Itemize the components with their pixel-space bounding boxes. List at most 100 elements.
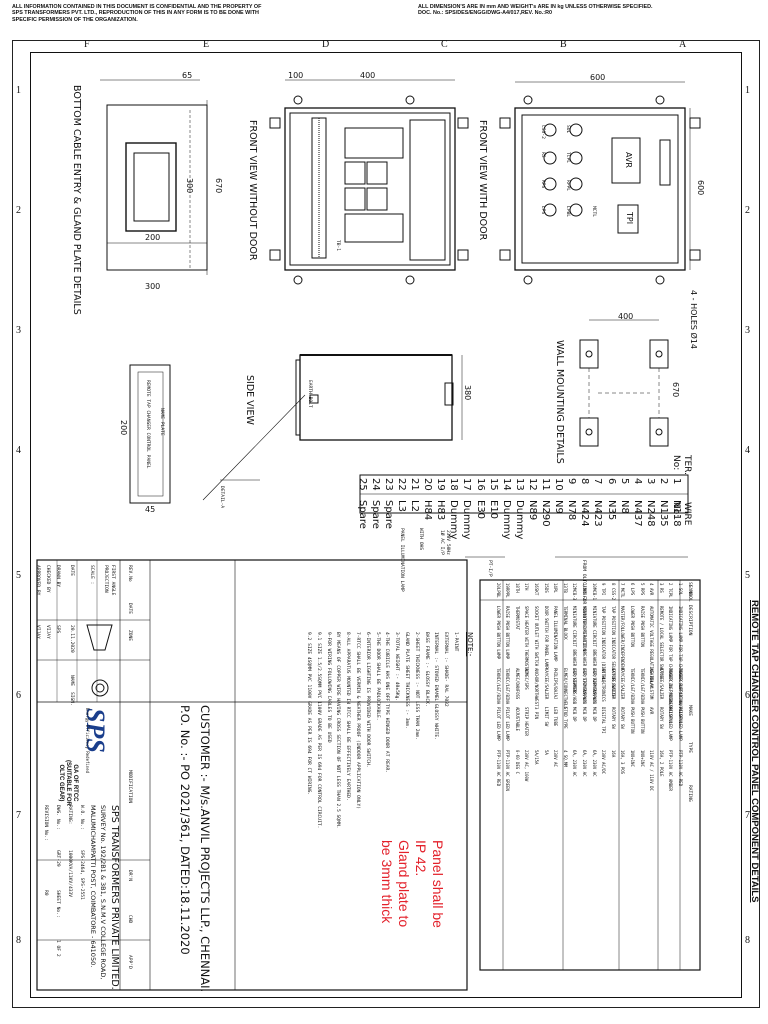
component-table-cell: PHILIPS/BAJAJ (553, 668, 559, 700)
terminal-wire: N248 (644, 500, 656, 527)
component-table-cell: MCB DP (582, 707, 587, 722)
terminal-number: 25 (356, 478, 368, 491)
component-table-cell: 1NO+1NC (639, 750, 645, 767)
component-table-cell: AVR (649, 588, 655, 596)
tb-dwg-value: GRT-29 (55, 850, 60, 867)
customer-line: CUSTOMER :- M/s.ANVIL PROJECTS LLP., CHE… (198, 705, 212, 993)
zone-number-4: 4 (745, 445, 750, 456)
component-table-cell: LIMIT SW (543, 707, 549, 727)
component-table-cell: 230V AC, 100W (524, 750, 530, 782)
dim-670-wall: 670 (671, 382, 680, 398)
nameplate-text: REMOTE TAP CHANGER CONTROL PANEL (145, 380, 150, 469)
terminal-number: 2 (657, 478, 669, 485)
note-line: 4-THE CUBICLE HAS ONE OFF TYPE HINGED DO… (384, 632, 390, 774)
component-table-cell: PUSH BUTTON (639, 707, 645, 734)
zone-letter-f: F (84, 39, 90, 50)
tb-rating-value: 1000KVA/11KV/433V (67, 850, 72, 898)
terminal-wire: N78 (566, 500, 578, 521)
terminal-number: 10 (553, 478, 565, 491)
component-table-cell: STRIP HEATER (524, 707, 530, 736)
component-table-cell: KAYCEE/SALZER (543, 668, 549, 700)
notes-title: NOTE:- (466, 632, 474, 657)
component-table-cell: 1NO+1NC (630, 750, 635, 767)
tb-appd-header: APP'D (127, 955, 132, 969)
name-plate (129, 364, 171, 504)
component-table-cell: ELMEX/CONNECTWELL (562, 668, 568, 709)
terminal-wire: L2 (409, 500, 420, 512)
component-table-cell: L&T/SIEMENS/ABB (591, 668, 597, 705)
group-pt-label: PT-I/P (487, 560, 492, 577)
component-table-cell: H (524, 588, 530, 591)
component-table-cell: RAISE PUSH BUTTON LAMP (505, 606, 511, 659)
component-table-cell: TB (562, 588, 568, 593)
tb-date-header: DATE (127, 603, 132, 615)
component-table-title: REMOTE TAP CHANGER CONTROL PANEL COMPONE… (749, 600, 760, 903)
gland-view-title: BOTTOM CABLE ENTRY & GLAND PLATE DETAILS (71, 85, 82, 315)
component-table-cell: 5 (639, 583, 645, 586)
holes-note: 4 - HOLES Ø14 (689, 290, 698, 349)
component-table-cell: AVR (649, 707, 655, 715)
tb-address-2: MALUMICHAMPATTI POST, COIMBATORE - 64105… (89, 805, 97, 968)
dim-45: 45 (145, 505, 156, 514)
terminal-number: 23 (382, 478, 394, 491)
detail-leader (202, 394, 306, 501)
component-table-cell: DOOR SWITCH FOR PANEL LAMP (543, 606, 549, 669)
component-table-cell: PTP-110V AC RED (678, 750, 683, 787)
component-table-cell: RPPL (505, 588, 511, 598)
zone-number-8: 8 (745, 935, 750, 946)
component-table-cell: TPI (601, 588, 607, 596)
component-table-cell: 5A/15A (534, 750, 539, 765)
dim-400-wall: 400 (618, 312, 634, 321)
tb-sheet-label: SHEET No.: (55, 890, 60, 918)
dim-200-nameplate: 200 (119, 420, 128, 436)
note-line: 3-TOTAL WEIGHT :- 40±5Kg. (394, 632, 400, 702)
label-tcpl: TCPL (565, 152, 570, 164)
component-table-cell: MCB-2 (582, 588, 587, 601)
component-table-cell: SOCKET OUTLET WITH SWITCH (534, 606, 539, 667)
tb-revision-value: R0 (43, 890, 48, 896)
door-handle (659, 139, 671, 186)
front-view-without-door (284, 107, 456, 271)
component-table-cell: L&T/SIEMENS/ABB (582, 668, 587, 705)
terminal-wire: N89 (526, 500, 538, 521)
component-table-cell: TERMINAL BLOCK (562, 606, 568, 640)
dim-600-top: 600 (590, 73, 606, 82)
tb-rating-label: RATING: (67, 805, 72, 825)
component-table-cell: TCPL (668, 588, 674, 598)
terminal-number: 6 (605, 478, 617, 485)
component-table-cell: L&T/SIEMENS/ABB (572, 668, 578, 705)
component-table-cell: PILOT LED LAMP (505, 707, 511, 741)
terminal-wire: Dummy (500, 500, 512, 540)
gland-cutout-inner (133, 152, 170, 222)
tb-modification-header: MODIFICATION (127, 770, 132, 804)
wall-mounting-title: WALL MOUNTING DETAILS (554, 340, 565, 464)
component-table-header: RATING (687, 785, 692, 802)
component-table-cell: RPS (639, 588, 645, 596)
dimension-header: ALL DIMENSION'S ARE IN mm AND WEIGHT's A… (418, 4, 653, 17)
terminal-number: 11 (540, 478, 551, 491)
label-lps: LPS (540, 206, 545, 215)
component-table-cell: 6 (630, 583, 635, 586)
terminal-number: 13 (513, 478, 525, 491)
label-sol: SOL (565, 125, 570, 134)
tpi-box (617, 204, 639, 234)
zone-number-5: 5 (745, 570, 750, 581)
terminal-number: 4 (631, 478, 643, 485)
avr-box (611, 137, 641, 184)
zone-letter-e: E (203, 39, 210, 50)
projection-symbol (86, 624, 113, 697)
component-table-cell: MCB-1 (591, 588, 597, 601)
component-table-cell: LPBL (495, 588, 501, 598)
note-line: 9.2 SIZE 4SQMM PVC 1100V GRADE AS PER IS… (306, 632, 311, 796)
terminal-wire: Dummy (461, 500, 473, 540)
component-table-cell: TEKNIC/L&T/BINA (495, 668, 501, 705)
component-table-cell: 5A (543, 750, 549, 755)
component-table-cell: 230V AC (553, 750, 559, 767)
terminal-number: 1 (671, 478, 682, 485)
tb-name-header: NAME (69, 675, 74, 687)
component-table-cell: LOWER PUSH BUTTON (630, 606, 635, 647)
front-without-door-title: FRONT VIEW WITHOUT DOOR (247, 120, 258, 261)
zone-number-6: 6 (745, 690, 750, 701)
tb-scale-label: SCALE : (89, 565, 94, 585)
